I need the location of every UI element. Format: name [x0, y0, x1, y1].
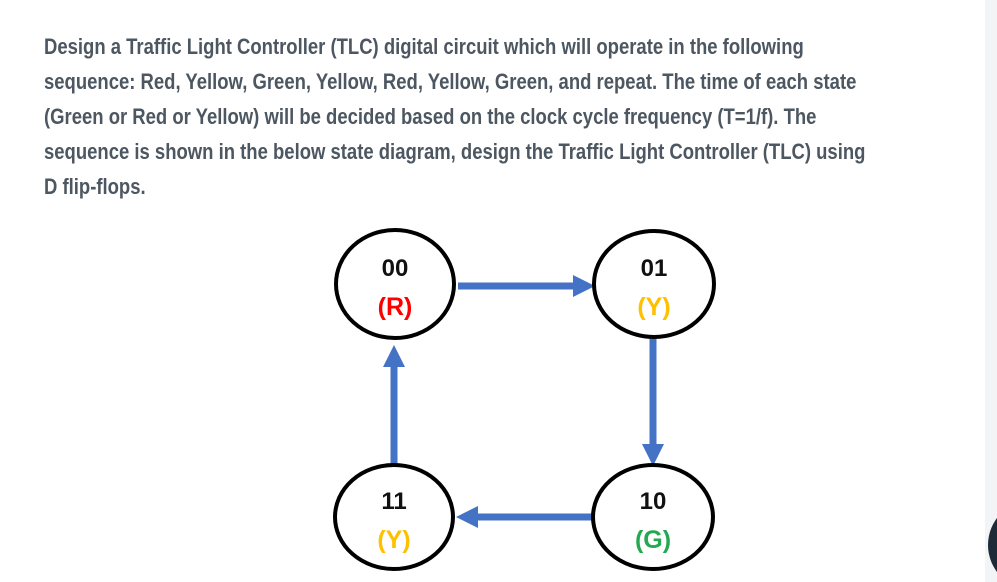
- arrowhead-right-icon: [573, 275, 595, 297]
- problem-statement: Design a Traffic Light Controller (TLC) …: [44, 29, 865, 204]
- transition-arrow-11-to-00: [383, 345, 405, 464]
- transition-arrow-01-to-10: [642, 339, 664, 466]
- state-node-11: [333, 463, 455, 571]
- state-light-11: (Y): [377, 526, 410, 554]
- problem-line: sequence: Red, Yellow, Green, Yellow, Re…: [44, 69, 857, 94]
- problem-line: D flip-flops.: [44, 174, 146, 199]
- state-light-10: (G): [635, 526, 671, 554]
- state-node-01: [592, 229, 716, 339]
- state-light-01: (Y): [637, 293, 670, 321]
- transition-arrow-10-to-11: [456, 506, 592, 528]
- problem-line: Design a Traffic Light Controller (TLC) …: [44, 34, 804, 59]
- floating-action-button[interactable]: [988, 500, 997, 582]
- state-node-10: [591, 463, 715, 571]
- state-node-00: [334, 228, 456, 340]
- arrowhead-left-icon: [456, 506, 478, 528]
- state-light-00: (R): [378, 293, 413, 321]
- state-code-00: 00: [382, 255, 409, 282]
- transition-arrow-00-to-01: [458, 275, 595, 297]
- state-code-01: 01: [641, 255, 668, 282]
- state-code-10: 10: [640, 488, 667, 515]
- state-diagram: 00 (R) 01 (Y) 11 (Y) 10 (G): [333, 228, 716, 571]
- arrowhead-down-icon: [642, 444, 664, 466]
- right-gutter: [985, 0, 997, 582]
- state-code-11: 11: [381, 488, 406, 515]
- problem-line: (Green or Red or Yellow) will be decided…: [44, 104, 817, 129]
- problem-line: sequence is shown in the below state dia…: [44, 139, 866, 164]
- arrowhead-up-icon: [383, 345, 405, 367]
